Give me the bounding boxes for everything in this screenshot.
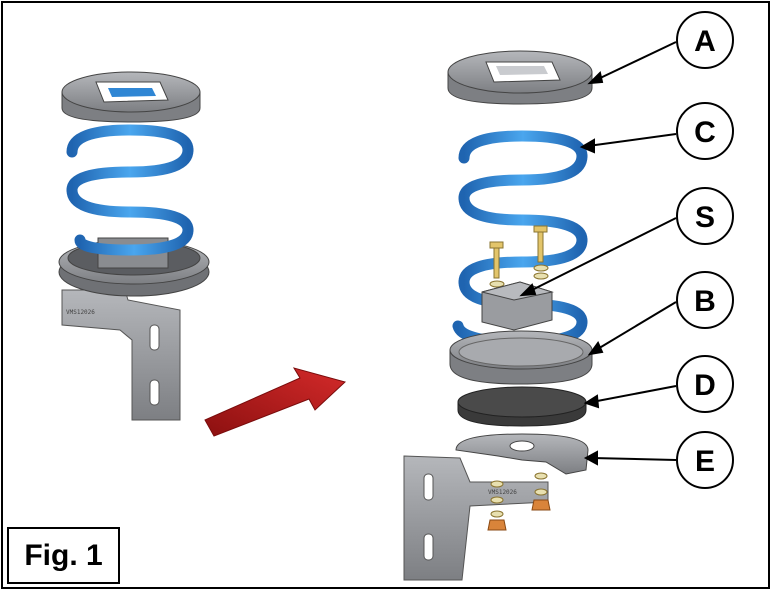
- callout-s: S: [676, 187, 734, 245]
- leader-b-arrowhead: [587, 341, 604, 356]
- callout-e-letter: E: [695, 445, 715, 478]
- leader-lines: [519, 41, 677, 466]
- lower-fasteners: [487, 472, 551, 531]
- figure-label: Fig. 1: [7, 527, 120, 584]
- callout-b-letter: B: [694, 285, 716, 318]
- left-top-cap: [61, 71, 201, 123]
- leader-b: [595, 301, 677, 351]
- leader-e: [591, 457, 677, 461]
- right-bracket-stamp: VMS12026: [488, 489, 517, 496]
- leader-c-arrowhead: [579, 138, 595, 154]
- callout-d: D: [676, 355, 734, 413]
- assembly-direction-arrow: [204, 367, 346, 437]
- leader-d: [591, 385, 677, 403]
- callout-d-letter: D: [694, 369, 716, 402]
- left-coil-spring: [66, 124, 194, 256]
- callout-c-letter: C: [694, 116, 716, 149]
- leader-d-arrowhead: [583, 394, 600, 409]
- callout-a-letter: A: [694, 25, 716, 58]
- leader-a-arrowhead: [587, 71, 604, 85]
- leader-s-arrowhead: [519, 283, 537, 297]
- callout-e: E: [676, 431, 734, 489]
- part-e-mounting-plate: VMS12026: [403, 433, 589, 581]
- left-bracket-stamp: VMS12026: [66, 309, 95, 316]
- upper-bolts: [489, 225, 549, 288]
- leader-c: [587, 133, 677, 147]
- callout-b: B: [676, 271, 734, 329]
- leader-s: [527, 217, 677, 293]
- assembled-unit: VMS12026: [58, 71, 210, 421]
- part-s-spacer: [481, 281, 554, 331]
- part-d-rubber-pad: [457, 386, 587, 427]
- part-a-top-cap: [447, 50, 593, 105]
- callout-a: A: [676, 11, 734, 69]
- callout-c: C: [676, 102, 734, 160]
- callout-s-letter: S: [695, 201, 715, 234]
- part-b-lower-seat: [449, 330, 593, 385]
- leader-a: [595, 41, 677, 81]
- leader-e-arrowhead: [583, 450, 598, 466]
